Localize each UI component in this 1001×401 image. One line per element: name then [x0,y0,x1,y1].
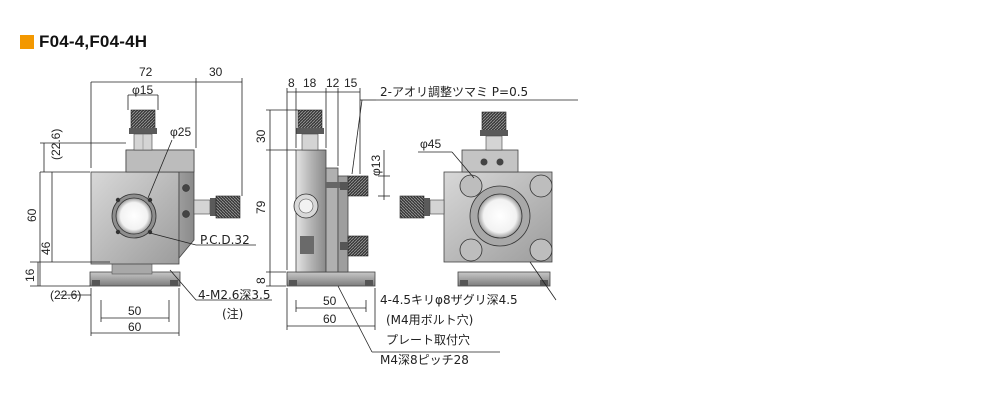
front-base-foot-right [170,280,178,286]
rear-aperture [477,193,523,239]
side-dim-8-vertical: 8 [254,277,268,284]
title-block: F04-4,F04-4H [20,32,147,52]
rear-label-holes: 4-4.5キリφ8ザグリ深4.5 [380,293,518,307]
rear-screw [480,158,488,166]
side-dim-12: 12 [326,76,340,90]
front-top-plate [125,149,195,173]
front-screw [182,210,190,218]
front-dim-60: 60 [25,208,39,222]
rear-dimension-lines [418,151,557,301]
side-base-plate [286,271,376,287]
side-base-foot [365,280,373,286]
front-dim-72: 72 [139,65,153,79]
side-dim-79: 79 [254,200,268,214]
front-label-tap-note: (注) [222,306,243,321]
side-label-adjuster: 2-アオリ調整ツマミ P=0.5 [380,84,528,99]
rear-top-plate [461,149,519,173]
front-top-micrometer [129,109,157,151]
rear-counterbore [459,238,483,262]
front-dim-phi25: φ25 [170,125,191,139]
side-dim-bottom-50: 50 [323,294,337,308]
front-label-pcd: P.C.D.32 [200,233,250,247]
rear-view: φ45 4-4.5キリφ8ザグリ深4.5 (M4用ボルト穴) [380,111,557,327]
side-top-micrometer [296,109,324,151]
front-dim-phi15: φ15 [132,83,153,97]
front-label-tap: 4-M2.6深3.5 [198,288,271,302]
rear-counterbore [459,174,483,198]
side-rear-plate [337,175,349,273]
front-tap-hole [115,229,121,235]
rear-top-micrometer [480,111,508,151]
side-adjuster-knob-lower [340,235,369,257]
front-tap-hole [115,197,121,203]
side-label-plate-line1: プレート取付穴 [386,332,470,347]
rear-screw [496,158,504,166]
front-tap-hole [147,197,153,203]
side-label-plate-line2: M4深8ピッチ28 [380,353,469,367]
front-dim-16: 16 [23,268,37,282]
front-dim-22-6: (22.6) [49,129,63,160]
side-dim-30: 30 [254,129,268,143]
front-dim-30: 30 [209,65,223,79]
front-screw [182,184,190,192]
side-dim-15: 15 [344,76,358,90]
rear-side-micrometer [399,195,445,219]
rear-counterbore [529,174,553,198]
side-dim-bottom-60: 60 [323,312,337,326]
rear-counterbore [529,238,553,262]
side-dim-phi13: φ13 [369,155,383,176]
front-dim-46: 46 [39,241,53,255]
side-adjuster-knob-upper [340,175,369,197]
page-title: F04-4,F04-4H [39,32,148,51]
rear-base-foot [460,280,468,286]
rear-base-plate [457,271,551,287]
front-base-foot-left [92,280,100,286]
side-view: 8 18 12 15 30 79 8 φ13 50 60 2-アオリ調整ツマミ … [254,76,578,367]
front-dimension-lines [30,78,272,336]
front-view: 72 30 φ15 φ25 (22.6) 60 46 16 (22.6) 50 … [23,65,272,336]
rear-dim-phi45: φ45 [420,137,441,151]
side-dim-8: 8 [288,76,295,90]
front-side-micrometer [193,195,241,219]
side-base-foot [289,280,297,286]
front-dim-bottom-60: 60 [128,320,142,334]
rear-label-holes-note: (M4用ボルト穴) [386,312,473,327]
front-dim-bottom-22-6: (22.6) [50,288,81,302]
side-aperture-inner [298,198,314,214]
side-block [300,236,314,254]
side-dimension-lines [266,88,578,353]
front-dim-bottom-50: 50 [128,304,142,318]
side-dim-18: 18 [303,76,317,90]
title-accent-square [20,35,34,49]
front-aperture [115,197,153,235]
side-spring [326,182,340,188]
